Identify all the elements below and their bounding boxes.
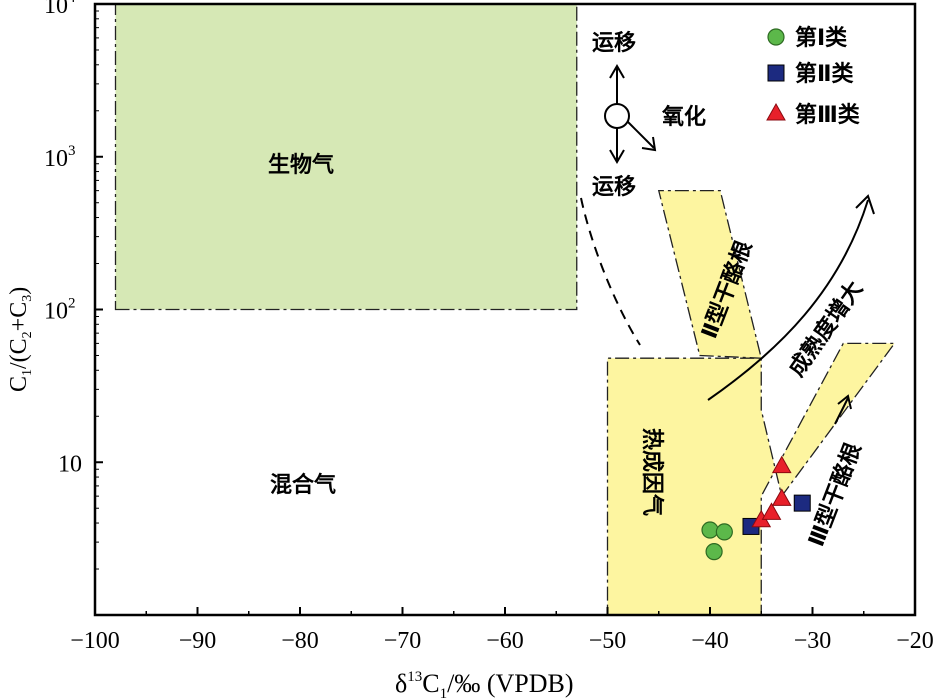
point-class3 <box>771 455 792 474</box>
legend-marker-square <box>767 64 785 82</box>
x-tick-label: −70 <box>384 628 422 654</box>
point-class3 <box>771 488 792 506</box>
y-tick-label: 102 <box>44 296 76 325</box>
point-class1 <box>715 523 733 541</box>
type3-arrow <box>834 397 849 425</box>
migration-oxidation-icon <box>604 64 657 164</box>
x-axis-label: δ13C1/‰ (VPDB) <box>395 669 574 699</box>
region-label-mixed: 混合气 <box>270 472 336 498</box>
point-class1 <box>701 521 719 539</box>
legend-label-class3: 第Ⅲ类 <box>795 102 861 128</box>
x-tick-label: −50 <box>589 628 627 654</box>
x-tick-label: −40 <box>691 628 729 654</box>
region-label-biogenic: 生物气 <box>268 152 334 178</box>
x-tick-label: −90 <box>179 628 217 654</box>
legend: 第Ⅰ类 第Ⅱ类 第Ⅲ类 <box>766 25 861 128</box>
migration-up-label: 运移 <box>592 30 636 56</box>
legend-label-class2: 第Ⅱ类 <box>795 61 854 87</box>
legend-label-class1: 第Ⅰ类 <box>795 25 848 51</box>
oxidation-label: 氧化 <box>661 104 706 130</box>
migration-down-label: 运移 <box>592 174 636 200</box>
point-class3 <box>761 502 782 520</box>
maturity-arrow <box>707 199 869 401</box>
y-tick-label: 103 <box>44 143 76 172</box>
legend-marker-triangle <box>766 102 786 121</box>
point-class2 <box>793 494 811 512</box>
legend-marker-circle <box>767 28 785 46</box>
type3-arrowhead <box>837 394 852 410</box>
y-axis-label: C1/(C2+C3) <box>6 287 35 392</box>
x-tick-label: −30 <box>794 628 832 654</box>
x-tick-label: −60 <box>486 628 524 654</box>
maturity-arrowhead <box>855 194 875 215</box>
boundary-curve <box>580 197 641 346</box>
y-tick-label: 104 <box>44 0 76 19</box>
region-label-thermogenic: 热成因气 <box>639 428 665 516</box>
x-tick-label: −100 <box>70 628 120 654</box>
region-0 <box>114 3 578 311</box>
type3-branch-label: Ⅲ型干酪根 <box>803 439 866 550</box>
x-tick-label: −20 <box>896 628 934 654</box>
x-tick-label: −80 <box>281 628 319 654</box>
y-tick-label: 10 <box>58 451 82 477</box>
point-class1 <box>705 543 723 561</box>
